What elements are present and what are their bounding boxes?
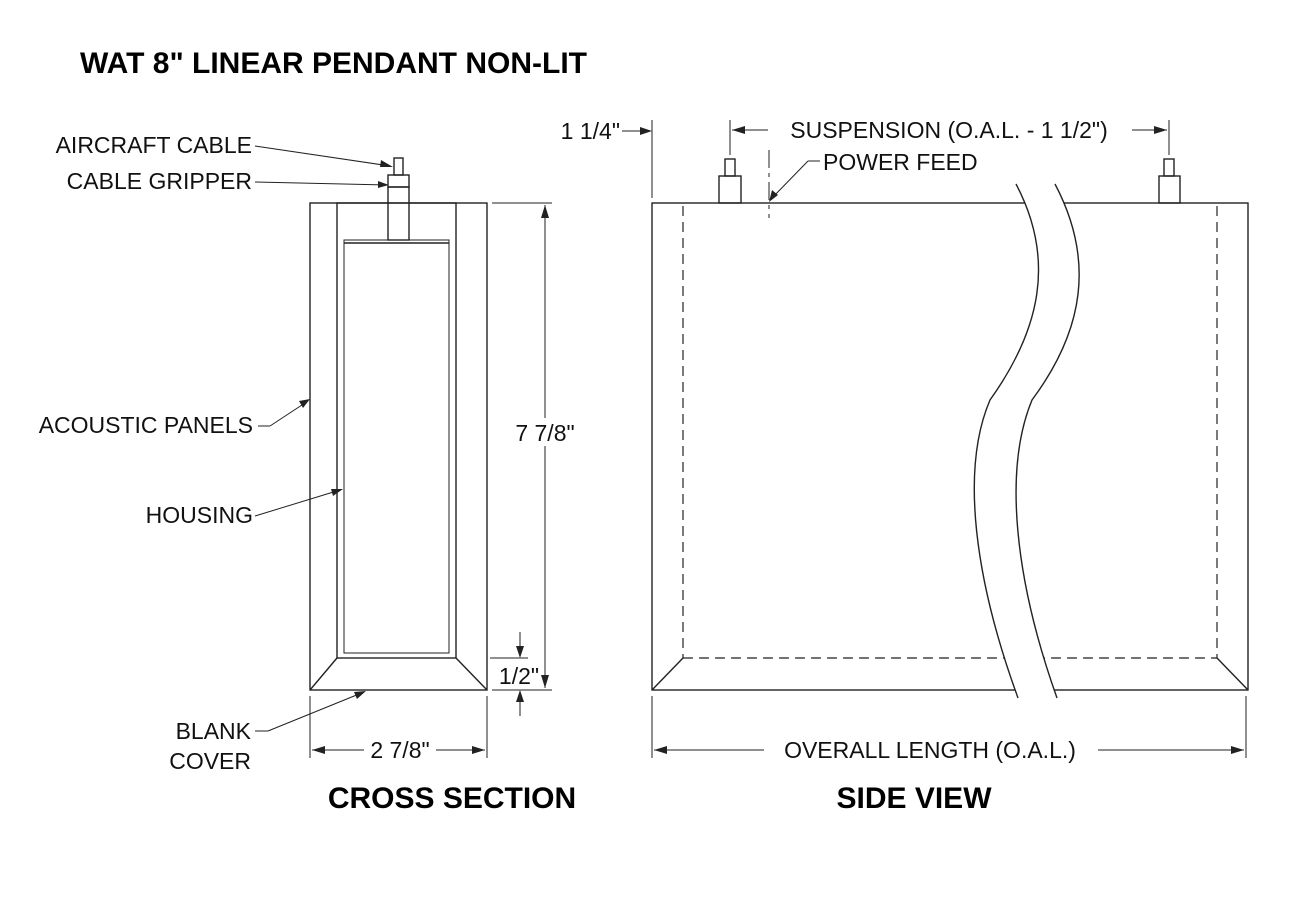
housing-arrowhead (331, 489, 343, 496)
aircraft-cable (393, 157, 404, 176)
aircraft-cable-leader (254, 145, 391, 167)
oal-arrow-right (1231, 746, 1244, 754)
cable-gripper-leader (254, 181, 387, 186)
side-bevel-right (1216, 657, 1249, 691)
aircraft-cable-arrowhead (380, 160, 393, 167)
blank-cover-bevel-right (455, 657, 488, 691)
height-dimension-label: 7 7/8" (515, 420, 574, 446)
cable-gripper-label: CABLE GRIPPER (67, 168, 252, 194)
left-aircraft-cable (724, 158, 736, 177)
acoustic-panels-label: ACOUSTIC PANELS (39, 412, 253, 438)
suspension-dimension-label: SUSPENSION (O.A.L. - 1 1/2") (790, 117, 1107, 143)
power-feed-label: POWER FEED (823, 149, 978, 175)
width-arrow-right (472, 746, 485, 754)
power-feed-leader (770, 160, 809, 200)
cable-gripper-arrowhead (378, 181, 389, 188)
bottom-arrow-upper (516, 646, 524, 658)
bottom-dimension-label: 1/2" (499, 663, 539, 689)
blank-cover-label-line1: BLANK (176, 718, 252, 744)
power-feed-arrowhead (769, 190, 778, 202)
side-bevel-left (651, 657, 684, 691)
width-dimension-label: 2 7/8" (370, 737, 429, 763)
height-arrow-bottom (541, 675, 549, 688)
blank-cover-arrowhead (354, 691, 366, 699)
suspension-label-mask (768, 116, 1132, 142)
end-offset-arrowhead (640, 127, 652, 135)
width-arrow-left (312, 746, 325, 754)
blank-cover-bevel-left (309, 657, 338, 691)
acoustic-panels-arrowhead (299, 399, 310, 408)
blank-cover-leader-slant (267, 691, 365, 732)
width-label-mask (364, 737, 436, 763)
housing-leader (254, 489, 341, 517)
housing-label: HOUSING (146, 502, 253, 528)
cross-section-view: AIRCRAFT CABLE CABLE GRIPPER ACOUSTIC PA… (39, 132, 582, 815)
cross-section-title: CROSS SECTION (328, 782, 576, 815)
cable-gripper-cap (387, 174, 410, 188)
height-label-mask (508, 418, 582, 446)
bottom-arrow-lower (516, 690, 524, 702)
right-aircraft-cable (1163, 158, 1175, 177)
right-gripper-body (1158, 175, 1181, 204)
oal-arrow-left (654, 746, 667, 754)
blank-cover-label-line2: COVER (169, 748, 251, 774)
left-gripper-body (718, 175, 742, 204)
side-view-outline (651, 202, 1249, 691)
oal-label-mask (764, 737, 1098, 763)
suspension-arrow-left (732, 126, 745, 134)
housing-outer-outline (336, 202, 457, 659)
break-line-right (1015, 183, 1080, 699)
aircraft-cable-label: AIRCRAFT CABLE (56, 132, 252, 158)
side-view: POWER FEED 1 1/4" SUSPENSION (O.A.L. - 1… (561, 116, 1249, 815)
cable-gripper-body (387, 186, 410, 241)
suspension-arrow-right (1154, 126, 1167, 134)
end-offset-label: 1 1/4" (561, 118, 620, 144)
break-line-left (973, 183, 1040, 699)
oal-dimension-label: OVERALL LENGTH (O.A.L.) (784, 737, 1076, 763)
break-band (974, 184, 1080, 698)
height-arrow-top (541, 205, 549, 218)
housing-inner-outline (343, 239, 450, 654)
side-view-title: SIDE VIEW (836, 782, 992, 815)
drawing-title: WAT 8" LINEAR PENDANT NON-LIT (80, 47, 587, 80)
